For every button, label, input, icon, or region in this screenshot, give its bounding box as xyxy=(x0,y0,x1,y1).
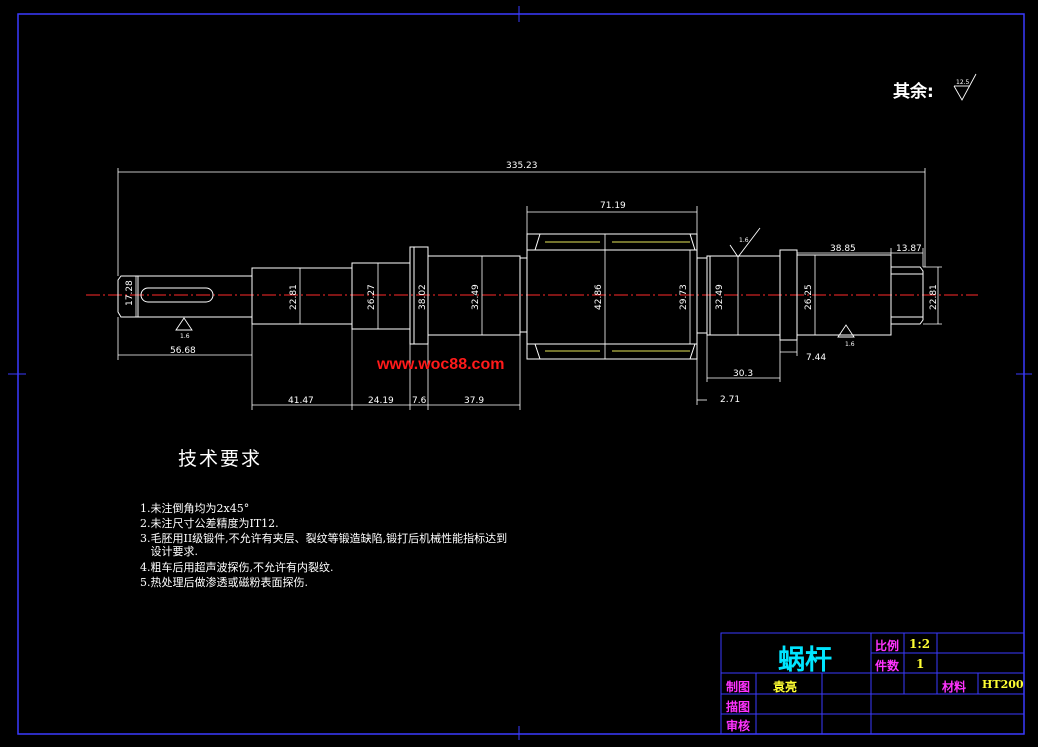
title-block xyxy=(720,632,1025,735)
dim-len-step2: 24.19 xyxy=(368,396,394,406)
dim-len-shoulder-right: 7.44 xyxy=(806,353,826,363)
dim-d-step1: 22.81 xyxy=(289,284,299,310)
dim-len-step1: 41.47 xyxy=(288,396,314,406)
dim-d-bearing-right: 32.49 xyxy=(715,284,725,310)
qty-label: 件数 xyxy=(875,659,900,673)
scale-label: 比例 xyxy=(875,639,900,653)
dim-d-right-end: 22.81 xyxy=(929,284,939,310)
tech-note-3: 3.毛胚用II级锻件,不允许有夹层、裂纹等锻造缺陷,锻打后机械性能指标达到 xyxy=(140,532,508,545)
tech-note-2: 2.未注尺寸公差精度为IT12. xyxy=(140,517,279,530)
dim-len-gap: 2.71 xyxy=(720,395,740,405)
qty-value: 1 xyxy=(916,657,925,671)
roughness-symbols xyxy=(175,73,977,338)
dim-d-step2: 26.27 xyxy=(367,284,377,310)
material-value: HT200 xyxy=(982,678,1024,691)
tech-note-1: 1.未注倒角均为2x45° xyxy=(140,502,250,515)
dimension-texts: 335.23 71.19 56.68 41.47 24.19 7.6 37.9 … xyxy=(125,79,970,406)
tech-note-5: 5.热处理后做渗透或磁粉表面探伤. xyxy=(140,576,308,589)
frame-center-marks xyxy=(8,6,1032,740)
dim-d-worm-root: 29.73 xyxy=(679,284,689,310)
tech-note-4: 4.粗车后用超声波探伤,不允许有内裂纹. xyxy=(140,561,334,574)
part-name: 蜗杆 xyxy=(778,645,832,676)
dim-d-left-end: 17.28 xyxy=(125,280,135,306)
tech-note-3-cont: 设计要求. xyxy=(140,545,198,558)
dim-d-step-right: 26.25 xyxy=(804,284,814,310)
rough-right: 1.6 xyxy=(845,341,855,348)
dim-len-right-end: 13.87 xyxy=(896,244,922,254)
drawing-frame xyxy=(17,13,1025,735)
dim-d-bearing-left: 32.49 xyxy=(471,284,481,310)
rough-note: 12.5 xyxy=(956,79,970,86)
drawn-label: 制图 xyxy=(726,680,751,694)
watermark: www.woc88.com xyxy=(377,356,505,373)
dimension-lines xyxy=(117,168,942,410)
worm-thread-marks xyxy=(545,241,690,352)
dim-len-shoulder: 7.6 xyxy=(412,396,427,406)
dim-len-right-step: 38.85 xyxy=(830,244,856,254)
surface-roughness-note: 其余: xyxy=(893,82,934,102)
drawn-by: 袁亮 xyxy=(773,680,798,694)
dim-overall-length: 335.23 xyxy=(506,161,538,171)
rough-left: 1.6 xyxy=(180,333,190,340)
dim-d-worm-outer: 42.86 xyxy=(594,284,604,310)
scale-value: 1:2 xyxy=(909,637,931,651)
dim-left-end-length: 56.68 xyxy=(170,346,196,356)
dim-len-right-bearing: 30.3 xyxy=(733,369,753,379)
rough-mid: 1.6 xyxy=(739,237,749,244)
dim-worm-length: 71.19 xyxy=(600,201,626,211)
tech-notes-title: 技术要求 xyxy=(178,448,263,470)
checked-label: 审核 xyxy=(726,719,751,733)
dim-d-shoulder-left: 38.02 xyxy=(418,284,428,310)
material-label: 材料 xyxy=(942,680,967,694)
traced-label: 描图 xyxy=(726,700,751,714)
dim-len-bearing: 37.9 xyxy=(464,396,484,406)
